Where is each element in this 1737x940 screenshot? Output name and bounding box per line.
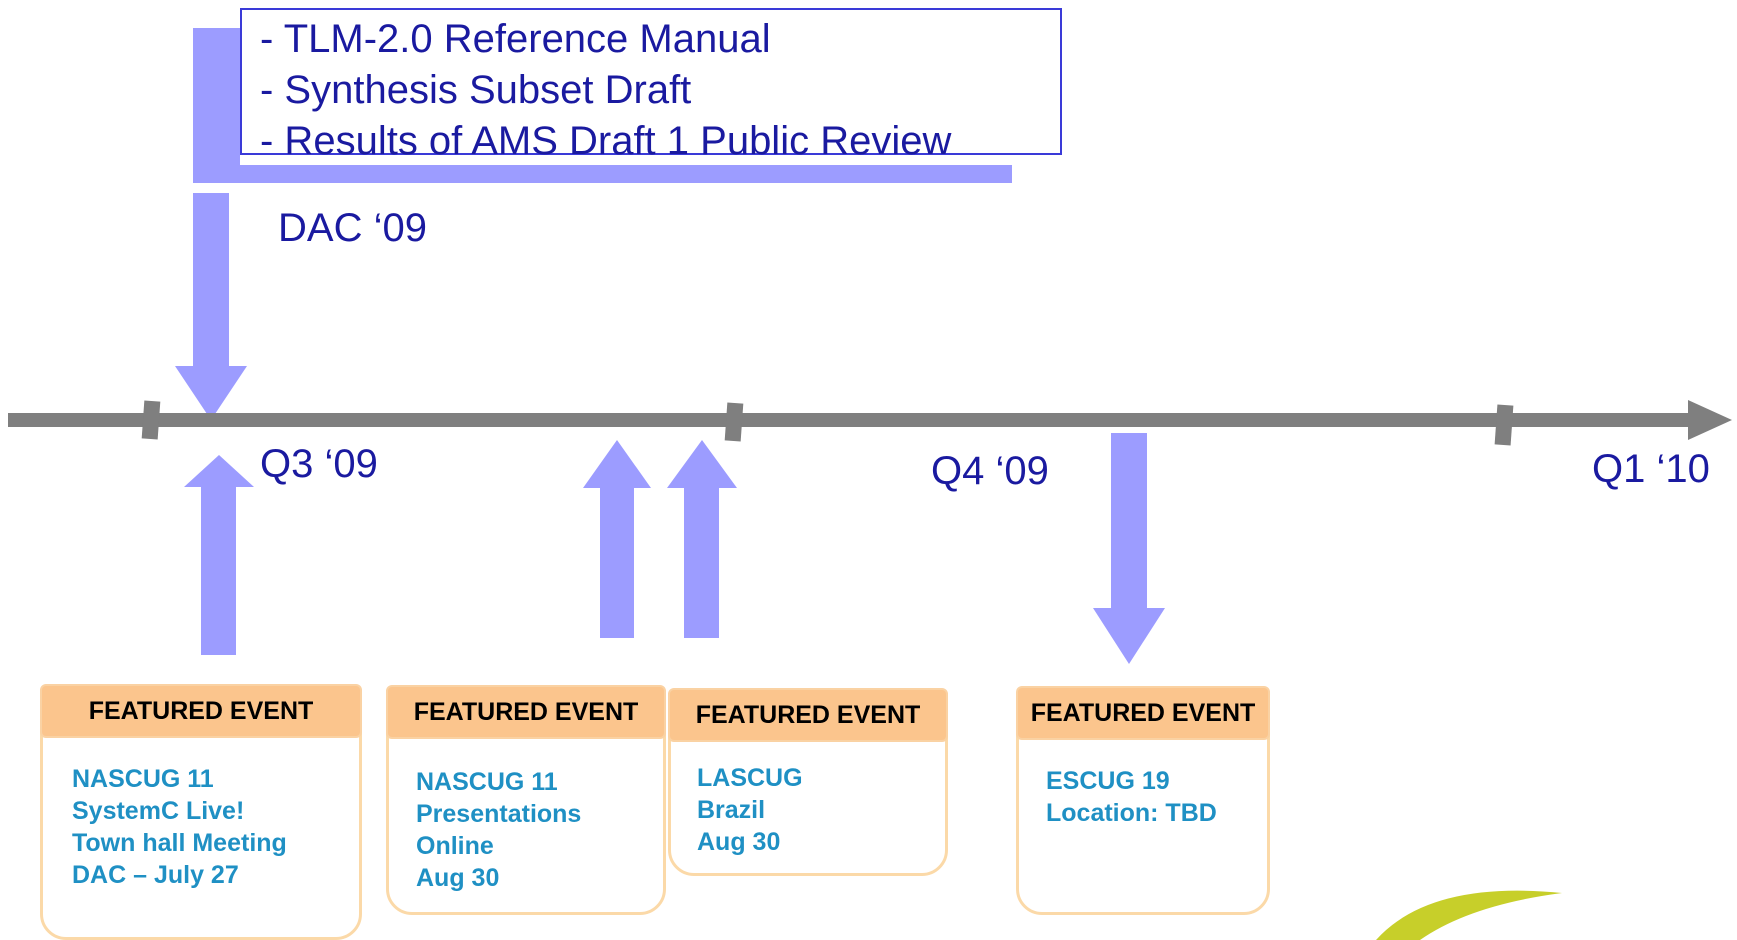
event-line: Location: TBD <box>1046 799 1217 827</box>
event-card-header: FEATURED EVENT <box>1016 686 1270 740</box>
release-item: - Synthesis Subset Draft <box>260 68 692 112</box>
event-card-body: ESCUG 19 Location: TBD <box>1046 765 1217 829</box>
milestone-label: DAC ‘09 <box>278 206 427 250</box>
event-card-body: LASCUG Brazil Aug 30 <box>697 762 803 858</box>
quarter-label-q4: Q4 ‘09 <box>931 449 1049 493</box>
quarter-label-q3: Q3 ‘09 <box>260 442 378 486</box>
event-card-header: FEATURED EVENT <box>386 685 666 739</box>
event-card-body: NASCUG 11 SystemC Live! Town hall Meetin… <box>72 763 287 891</box>
event-line: SystemC Live! <box>72 797 245 825</box>
quarter-label-q1: Q1 ‘10 <box>1592 447 1710 491</box>
release-item: - Results of AMS Draft 1 Public Review <box>260 119 952 163</box>
event-line: Town hall Meeting <box>72 829 287 857</box>
event-card-header: FEATURED EVENT <box>668 688 948 742</box>
release-item: - TLM-2.0 Reference Manual <box>260 17 771 61</box>
event-card-header: FEATURED EVENT <box>40 684 362 738</box>
up-arrow-event-2 <box>583 440 651 638</box>
dac-down-arrow <box>175 193 247 420</box>
event-line: NASCUG 11 <box>416 768 558 796</box>
event-card-body: NASCUG 11 Presentations Online Aug 30 <box>416 766 581 894</box>
event-line: LASCUG <box>697 764 803 792</box>
release-box: - TLM-2.0 Reference Manual - Synthesis S… <box>240 8 1062 163</box>
event-line: Brazil <box>697 796 766 824</box>
logo-swoosh <box>1376 890 1562 940</box>
event-line: NASCUG 11 <box>72 765 214 793</box>
up-arrow-event-1 <box>184 455 254 655</box>
timeline-axis <box>8 400 1732 446</box>
event-line: ESCUG 19 <box>1046 767 1170 795</box>
down-arrow-event-4 <box>1093 433 1165 664</box>
event-line: Presentations <box>416 800 582 828</box>
event-line: Aug 30 <box>416 864 500 892</box>
up-arrow-event-3 <box>667 440 737 638</box>
release-backdrop <box>193 28 1012 183</box>
event-line: DAC – July 27 <box>72 861 239 889</box>
event-line: Aug 30 <box>697 828 781 856</box>
event-line: Online <box>416 832 494 860</box>
